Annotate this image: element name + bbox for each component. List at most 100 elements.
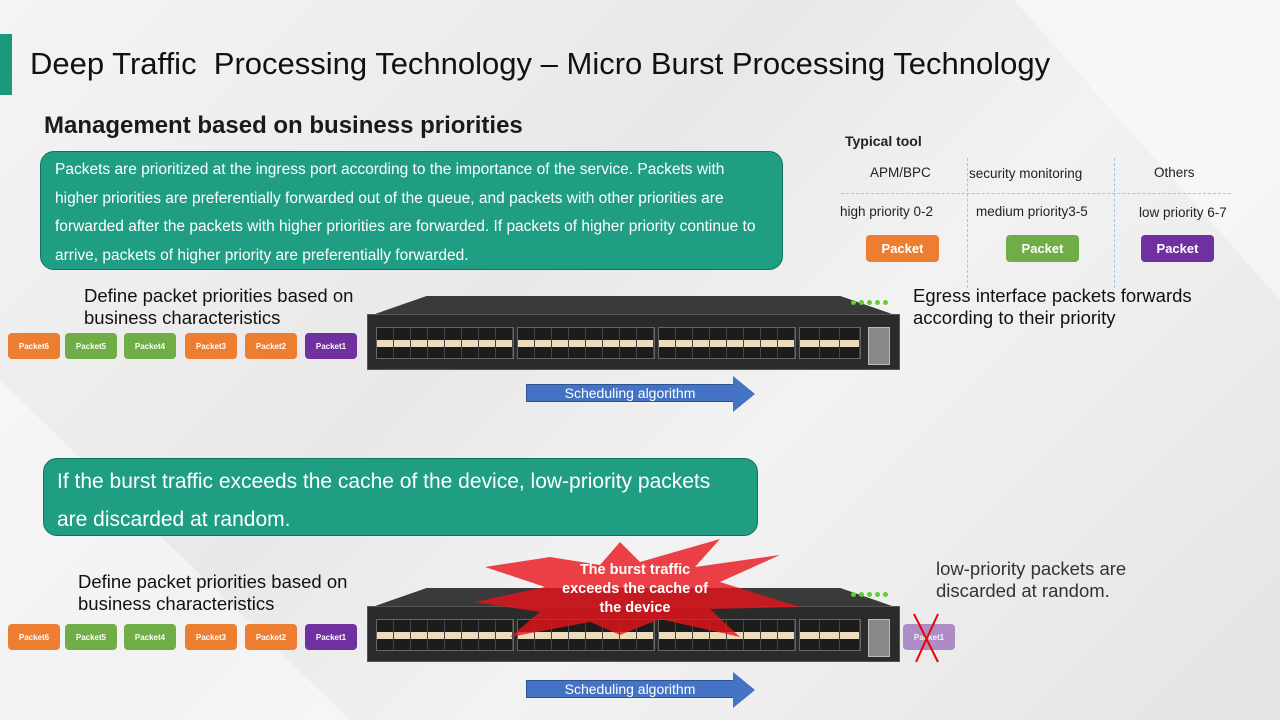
packet-3: Packet3: [185, 333, 237, 359]
discard-label: low-priority packets are discarded at ra…: [936, 558, 1127, 601]
sfp-port: [479, 620, 496, 650]
sfp-port: [676, 328, 693, 358]
packet-6: Packet6: [8, 624, 60, 650]
sfp-port: [586, 328, 603, 358]
sfp-port: [445, 620, 462, 650]
background-shape: [1014, 0, 1280, 300]
sfp-port: [744, 328, 761, 358]
port-group: [517, 327, 655, 359]
packet-1: Packet1: [305, 624, 357, 650]
priority-label: high priority 0-2: [840, 204, 934, 219]
sfp-port: [727, 328, 744, 358]
sfp-port: [840, 620, 860, 650]
sfp-port: [377, 328, 394, 358]
switch-front-panel: [367, 314, 900, 370]
burst-star-icon: [475, 539, 800, 637]
sfp-port: [411, 328, 428, 358]
sfp-port: [569, 620, 586, 650]
typical-tool-heading: Typical tool: [845, 133, 922, 149]
divider: [967, 158, 968, 288]
sfp-port: [676, 620, 693, 650]
sfp-port: [428, 328, 445, 358]
priority-label: medium priority3-5: [976, 204, 1088, 219]
sfp-port: [462, 328, 479, 358]
sfp-port: [637, 620, 654, 650]
discarded-packet: Packet1: [903, 624, 955, 650]
sfp-port: [428, 620, 445, 650]
high-priority-packet: Packet: [866, 235, 939, 262]
sfp-port: [552, 328, 569, 358]
medium-priority-packet: Packet: [1006, 235, 1079, 262]
management-port: [868, 327, 890, 365]
sfp-port: [603, 328, 620, 358]
port-group: [517, 619, 655, 651]
packet-5: Packet5: [65, 333, 117, 359]
title-accent-bar: [0, 34, 12, 95]
sfp-port: [710, 620, 727, 650]
port-group: [799, 619, 861, 651]
sfp-port: [496, 328, 513, 358]
tool-name: Others: [1154, 165, 1195, 180]
sfp-port: [518, 620, 535, 650]
sfp-port: [659, 328, 676, 358]
packet-1: Packet1: [305, 333, 357, 359]
sfp-port: [394, 620, 411, 650]
sfp-port: [620, 328, 637, 358]
sfp-port: [411, 620, 428, 650]
sfp-port: [820, 328, 840, 358]
arrow-head-icon: [733, 672, 755, 708]
packet-6: Packet6: [8, 333, 60, 359]
packet-4: Packet4: [124, 624, 176, 650]
sfp-port: [535, 328, 552, 358]
sfp-port: [569, 328, 586, 358]
sfp-port: [394, 328, 411, 358]
define-priorities-label: Define packet priorities based on busine…: [78, 571, 348, 614]
port-group: [376, 327, 514, 359]
switch-front-panel: [367, 606, 900, 662]
sfp-port: [552, 620, 569, 650]
egress-label: Egress interface packets forwards accord…: [913, 285, 1192, 328]
packet-4: Packet4: [124, 333, 176, 359]
packet-2: Packet2: [245, 333, 297, 359]
section-heading: Management based on business priorities: [44, 112, 523, 139]
sfp-port: [620, 620, 637, 650]
port-group: [658, 619, 796, 651]
sfp-port: [761, 620, 778, 650]
scheduling-arrow: Scheduling algorithm: [526, 672, 755, 708]
priority-label: low priority 6-7: [1139, 205, 1227, 220]
low-priority-packet: Packet: [1141, 235, 1214, 262]
scheduling-arrow: Scheduling algorithm: [526, 376, 755, 412]
tool-name: security monitoring: [969, 166, 1083, 181]
sfp-port: [637, 328, 654, 358]
sfp-port: [761, 328, 778, 358]
sfp-port: [778, 620, 795, 650]
sfp-port: [479, 328, 496, 358]
port-group: [799, 327, 861, 359]
sfp-port: [518, 328, 535, 358]
background-shape: [0, 380, 350, 720]
description-box: Packets are prioritized at the ingress p…: [40, 151, 783, 270]
network-switch: [367, 296, 900, 370]
packet-2: Packet2: [245, 624, 297, 650]
sfp-port: [693, 620, 710, 650]
burst-label: The burst traffic exceeds the cache of t…: [562, 562, 708, 616]
sfp-port: [710, 328, 727, 358]
status-leds: [851, 592, 888, 597]
port-group: [658, 327, 796, 359]
port-group: [376, 619, 514, 651]
slide-title: Deep Traffic Processing Technology – Mic…: [30, 46, 1051, 81]
sfp-port: [800, 620, 820, 650]
sfp-port: [659, 620, 676, 650]
sfp-port: [603, 620, 620, 650]
management-port: [868, 619, 890, 657]
packet-3: Packet3: [185, 624, 237, 650]
sfp-port: [840, 328, 860, 358]
packet-5: Packet5: [65, 624, 117, 650]
divider: [841, 193, 1231, 194]
sfp-port: [820, 620, 840, 650]
sfp-port: [462, 620, 479, 650]
switch-top: [375, 296, 892, 314]
sfp-port: [744, 620, 761, 650]
arrow-head-icon: [733, 376, 755, 412]
sfp-port: [377, 620, 394, 650]
